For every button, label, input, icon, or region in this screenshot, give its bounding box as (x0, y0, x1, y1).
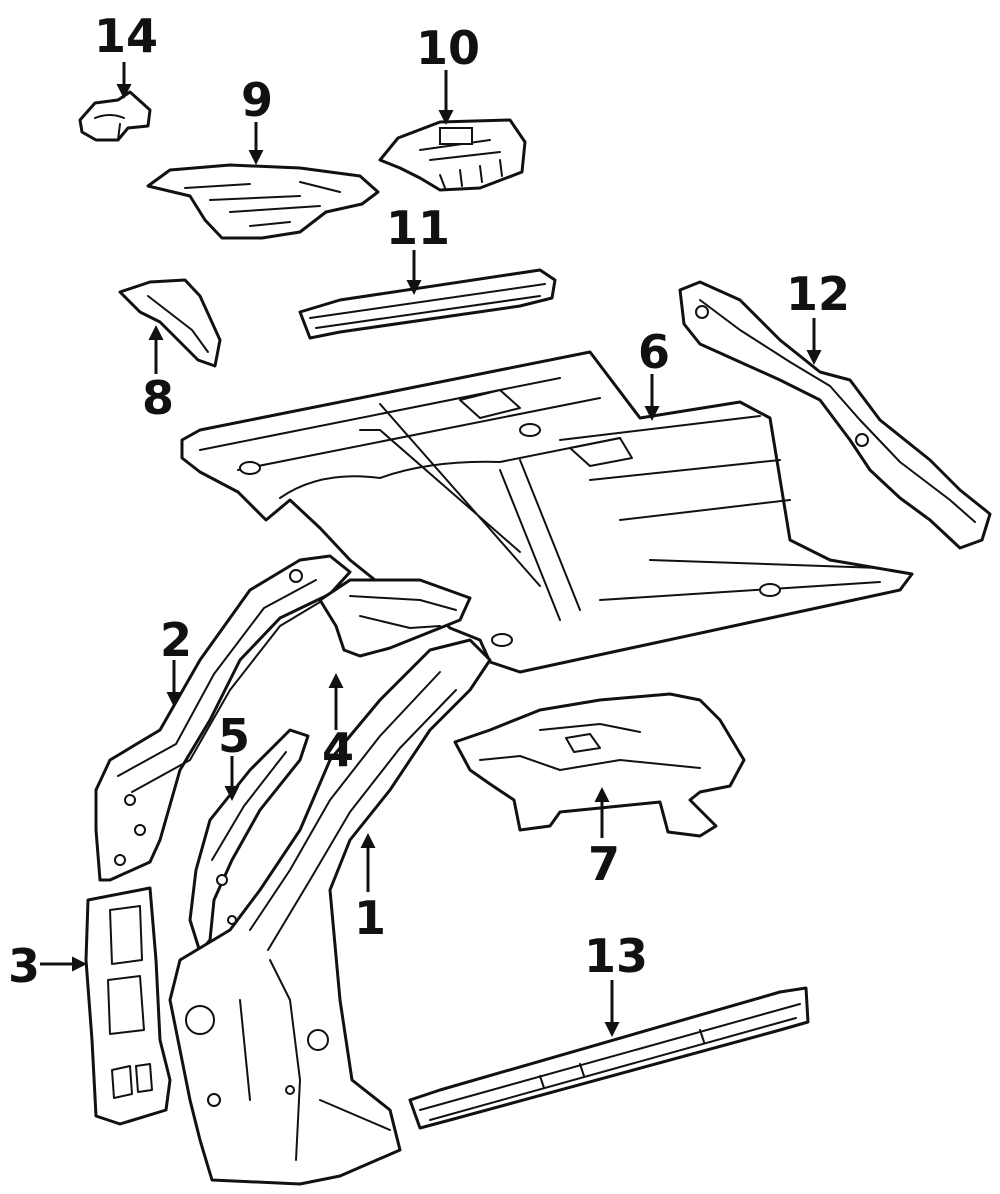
callout-8: 8 (142, 371, 174, 425)
part-12-rear-member (678, 280, 992, 550)
leader-lines (40, 62, 822, 1037)
callout-labels: 14 9 10 11 8 12 6 2 5 4 1 7 3 13 (8, 9, 850, 993)
part-2-pillar (94, 554, 352, 882)
callout-7: 7 (588, 837, 620, 891)
callout-10: 10 (416, 21, 480, 75)
part-4-bracket (318, 578, 472, 658)
part-7-floor-member (453, 692, 746, 838)
part-13-rocker-rail (408, 986, 810, 1130)
callout-12: 12 (786, 267, 850, 321)
part-3-lower-panel (84, 886, 172, 1126)
callout-11: 11 (386, 201, 450, 255)
part-6-floor-pan (180, 350, 914, 674)
part-8-reinforcement (118, 278, 222, 368)
part-1-center-pillar (168, 638, 492, 1186)
part-9-panel (146, 163, 380, 240)
callout-6: 6 (638, 325, 670, 379)
part-11-rail (298, 268, 557, 340)
part-14-bracket (78, 90, 152, 142)
part-10-bracket (378, 118, 527, 192)
callout-1: 1 (354, 891, 386, 945)
callout-13: 13 (584, 929, 648, 983)
callout-3: 3 (8, 939, 40, 993)
callout-5: 5 (218, 709, 250, 763)
callout-4: 4 (322, 723, 354, 777)
callout-2: 2 (160, 613, 192, 667)
callout-9: 9 (241, 73, 273, 127)
callout-14: 14 (94, 9, 158, 63)
